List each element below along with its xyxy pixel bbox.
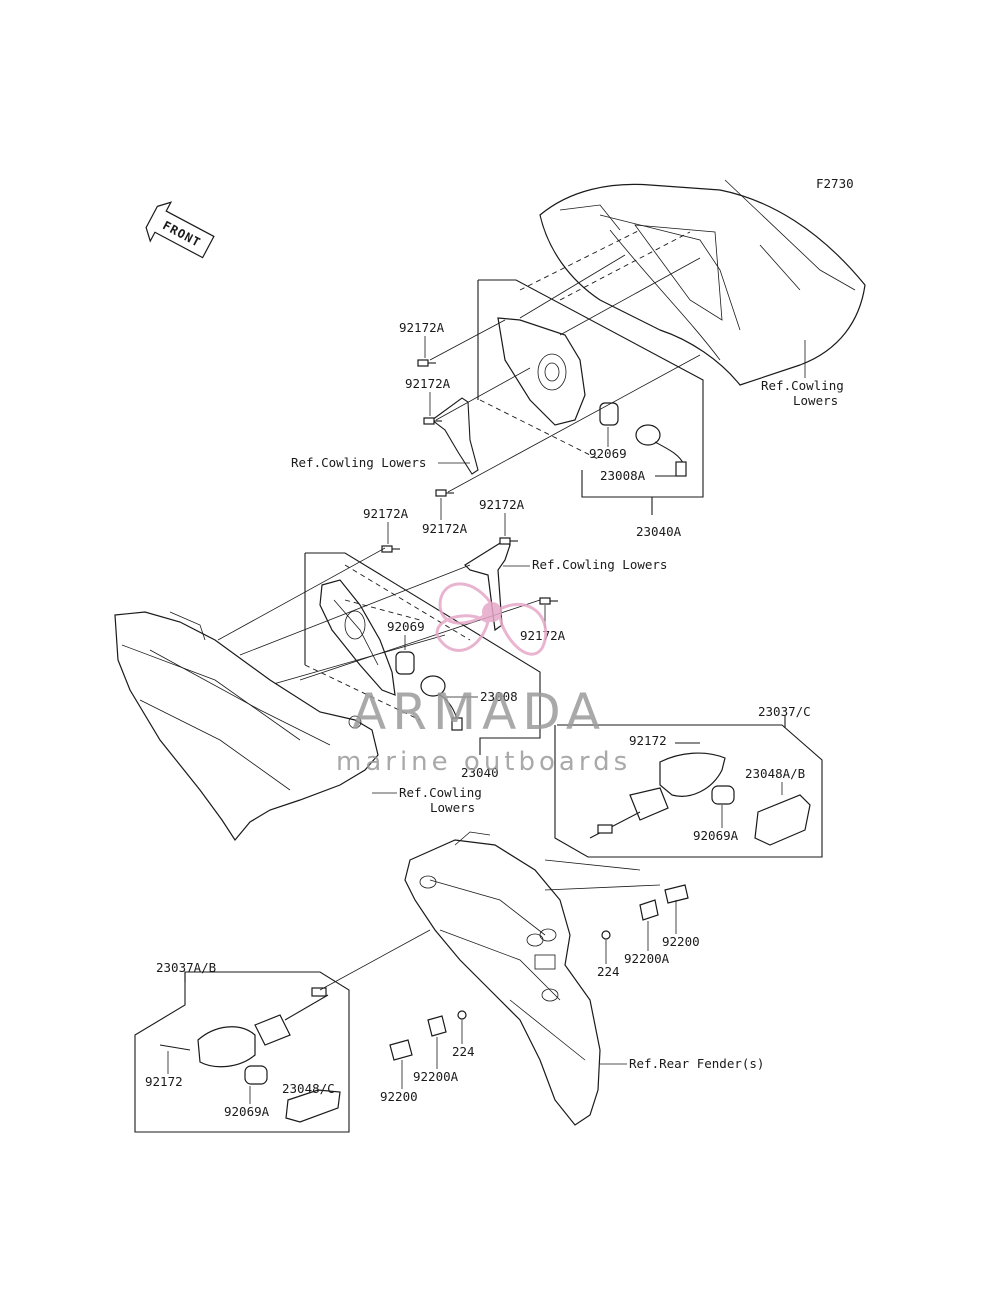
label-screw-right: 92172 — [629, 733, 667, 748]
label-lens-right: 23048A/B — [745, 766, 805, 781]
screw-left-icon — [159, 1044, 191, 1051]
bulb-mid-icon — [395, 651, 415, 675]
label-ref-cowling-lower-2: Lowers — [430, 800, 475, 815]
label-assy-mid: 23040 — [461, 765, 499, 780]
label-lens-left: 23048/C — [282, 1081, 335, 1096]
bolt-upper-3-icon — [435, 489, 454, 497]
bolt-mid-left-icon — [381, 545, 400, 553]
label-plate-right-2: 92200A — [624, 951, 670, 966]
watermark-brand: ARMADA — [352, 683, 606, 741]
label-ref-cowling-upper-left: Ref.Cowling Lowers — [291, 455, 426, 470]
front-arrow-icon: FRONT — [145, 201, 215, 259]
label-bolt-left-fender: 224 — [452, 1044, 475, 1059]
label-bolt-upper-3: 92172A — [422, 521, 468, 536]
signal-left-frame — [134, 971, 350, 1133]
label-ref-rear-fender: Ref.Rear Fender(s) — [629, 1056, 764, 1071]
label-bulb-left: 92069A — [224, 1104, 270, 1119]
lens-right-icon — [754, 794, 811, 846]
bolt-upper-1-icon — [417, 359, 436, 367]
label-bulb-upper: 92069 — [589, 446, 627, 461]
label-bulb-mid: 92069 — [387, 619, 425, 634]
label-bolt-upper-2: 92172A — [405, 376, 451, 391]
label-assy-upper: 23040A — [636, 524, 682, 539]
left-cowling-shape — [114, 611, 379, 842]
label-bolt-upper-1: 92172A — [399, 320, 445, 335]
label-signal-left-assy: 23037A/B — [156, 960, 216, 975]
label-ref-cowling-lower-1: Ref.Cowling — [399, 785, 482, 800]
bolt-upper-2-icon — [423, 417, 442, 425]
signal-right-body — [589, 752, 726, 839]
plate-left-icon — [389, 1010, 467, 1061]
bulb-left-icon — [244, 1065, 268, 1085]
bolt-mid-right-icon — [539, 597, 558, 605]
socket-mid-icon — [420, 675, 463, 731]
watermark-tagline: marine outboards — [336, 747, 631, 777]
signal-left-body — [197, 929, 431, 1068]
label-socket-upper: 23008A — [600, 468, 646, 483]
label-ref-cowling-mid: Ref.Cowling Lowers — [532, 557, 667, 572]
watermark-logo-icon — [435, 582, 548, 656]
upper-light-housing — [497, 317, 586, 426]
bulb-right-icon — [711, 785, 735, 805]
upper-cowling-shape — [539, 179, 866, 386]
upper-assy-frame — [478, 279, 704, 498]
figure-code: F2730 — [816, 176, 854, 191]
label-bolt-mid-left: 92172A — [363, 506, 409, 521]
label-bolt-right-fender: 224 — [597, 964, 620, 979]
upper-bracket — [431, 397, 479, 475]
label-plate-left-1: 92200A — [413, 1069, 459, 1084]
label-bolt-mid-top: 92172A — [479, 497, 525, 512]
signal-right-frame — [554, 724, 823, 858]
label-bulb-right: 92069A — [693, 828, 739, 843]
lens-left-icon — [285, 1089, 341, 1123]
plate-right-icon — [601, 884, 689, 940]
label-plate-right-1: 92200 — [662, 934, 700, 949]
label-signal-right-assy: 23037/C — [758, 704, 811, 719]
label-screw-left: 92172 — [145, 1074, 183, 1089]
rear-fender-shape — [404, 831, 601, 1126]
bolt-mid-top-icon — [499, 537, 518, 545]
label-ref-cowling-upper-right-2: Lowers — [793, 393, 838, 408]
socket-upper-icon — [635, 424, 687, 477]
label-socket-mid: 23008 — [480, 689, 518, 704]
middle-light-housing — [319, 579, 396, 696]
label-bolt-mid-right: 92172A — [520, 628, 566, 643]
label-plate-left-2: 92200 — [380, 1089, 418, 1104]
middle-assy-frame — [305, 552, 541, 755]
label-ref-cowling-upper-right-1: Ref.Cowling — [761, 378, 844, 393]
bulb-upper-icon — [599, 402, 619, 426]
